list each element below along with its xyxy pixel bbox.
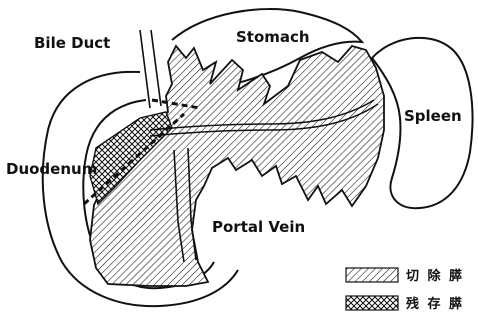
legend-swatch-hatch: [346, 268, 398, 282]
label-portal-vein: Portal Vein: [212, 218, 305, 236]
bile-duct: [140, 30, 161, 108]
legend-label-remnant: 残 存 膵: [406, 296, 464, 312]
label-spleen: Spleen: [404, 107, 462, 125]
legend-swatch-crosshatch: [346, 296, 398, 310]
legend: 切 除 膵 残 存 膵: [346, 268, 464, 312]
label-duodenum: Duodenum: [6, 160, 97, 178]
label-stomach: Stomach: [236, 28, 310, 46]
label-bile-duct: Bile Duct: [34, 34, 110, 52]
legend-label-resected: 切 除 膵: [406, 268, 464, 284]
